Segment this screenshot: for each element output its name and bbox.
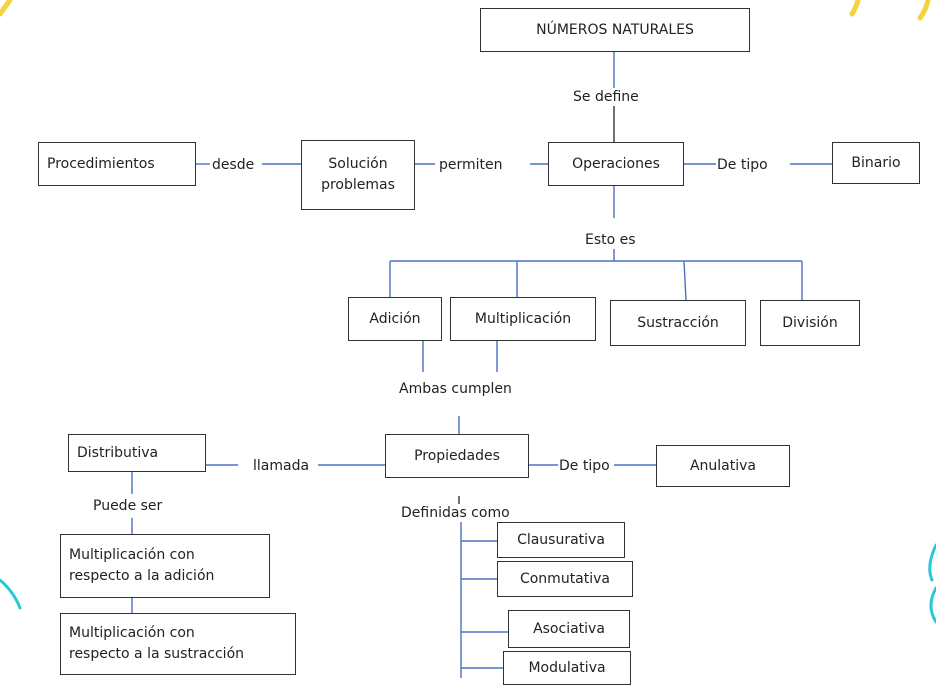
node-multiplicacion: Multiplicación (450, 297, 596, 341)
label-permiten: permiten (438, 156, 504, 174)
label-ambas-cumplen: Ambas cumplen (398, 380, 513, 398)
node-mult-sustraccion: Multiplicación con respecto a la sustrac… (60, 613, 296, 675)
corner-decoration (928, 543, 936, 582)
node-binario: Binario (832, 142, 920, 184)
node-clausurativa: Clausurativa (497, 522, 625, 558)
node-solucion-problemas: Solución problemas (301, 140, 415, 210)
corner-decoration (917, 0, 931, 21)
corner-decoration (0, 0, 13, 17)
node-mult-adicion: Multiplicación con respecto a la adición (60, 534, 270, 598)
label-desde: desde (211, 156, 256, 174)
label-llamada: llamada (252, 457, 311, 475)
node-modulativa: Modulativa (503, 651, 631, 685)
label-se-define: Se define (572, 88, 640, 106)
node-conmutativa: Conmutativa (497, 561, 633, 597)
label-definidas-como: Definidas como (400, 504, 511, 522)
node-operaciones: Operaciones (548, 142, 684, 186)
label-esto-es: Esto es (584, 231, 637, 249)
corner-decoration (0, 578, 22, 610)
node-propiedades: Propiedades (385, 434, 529, 478)
node-distributiva: Distributiva (68, 434, 206, 472)
label-de-tipo-anulativa: De tipo (558, 457, 611, 475)
node-sustraccion: Sustracción (610, 300, 746, 346)
node-anulativa: Anulativa (656, 445, 790, 487)
node-numeros-naturales: NÚMEROS NATURALES (480, 8, 750, 52)
node-procedimientos: Procedimientos (38, 142, 196, 186)
node-division: División (760, 300, 860, 346)
corner-decoration (929, 586, 936, 624)
label-puede-ser: Puede ser (92, 497, 164, 515)
corner-decoration (849, 0, 861, 17)
node-asociativa: Asociativa (508, 610, 630, 648)
label-de-tipo-binario: De tipo (716, 156, 769, 174)
node-adicion: Adición (348, 297, 442, 341)
